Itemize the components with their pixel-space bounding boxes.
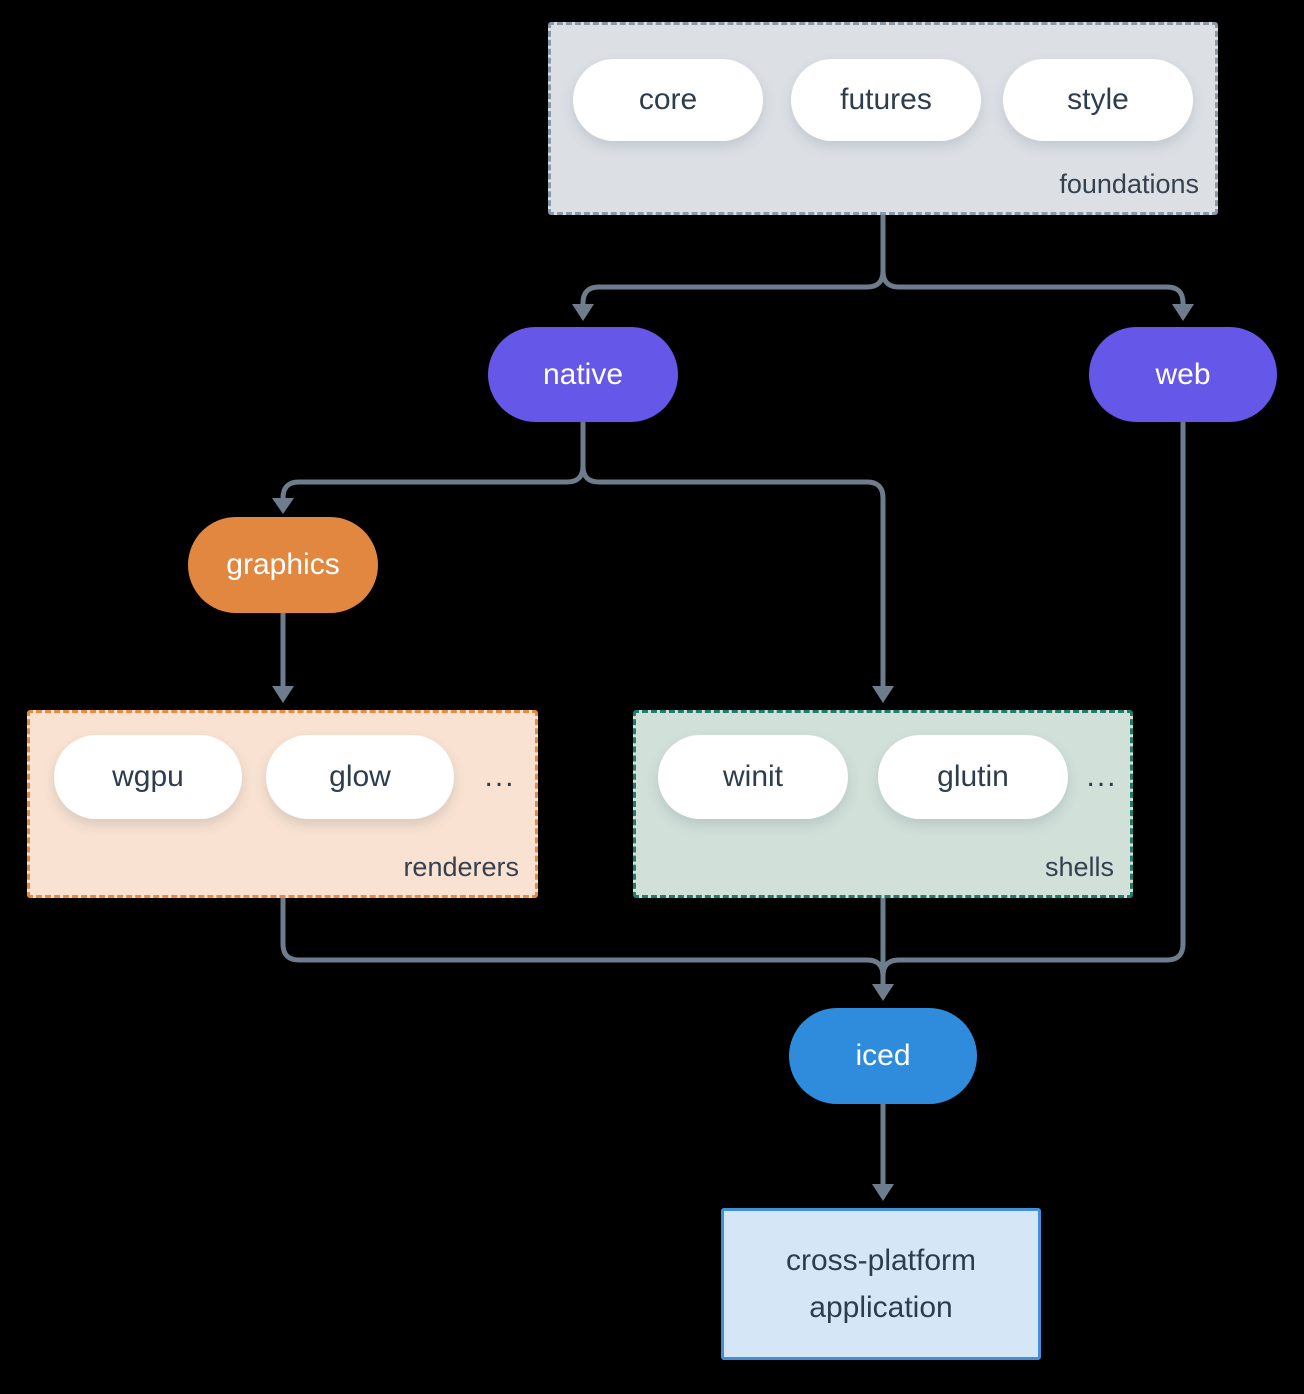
application-label-line2: application xyxy=(809,1290,953,1324)
node-iced: iced xyxy=(789,1008,977,1104)
arrowhead-icon xyxy=(272,498,294,514)
group-renderers-label: renderers xyxy=(403,852,519,882)
renderers-ellipsis: ... xyxy=(484,760,516,793)
edge-native-shells xyxy=(580,422,894,703)
edge-shells-iced xyxy=(872,898,894,1001)
node-graphics: graphics xyxy=(188,517,378,613)
group-shells-label: shells xyxy=(1044,852,1114,882)
arrowhead-icon xyxy=(872,1184,894,1201)
node-web: web xyxy=(1089,327,1277,422)
edge-foundations-native xyxy=(572,215,886,321)
edge-native-graphics xyxy=(272,422,586,514)
edge-line xyxy=(280,422,586,500)
arrowhead-icon xyxy=(1172,304,1194,321)
arrowhead-icon xyxy=(872,984,894,1001)
edge-iced-application xyxy=(872,1104,894,1201)
node-glow: glow xyxy=(266,735,454,819)
group-shells: winit glutin ... shells xyxy=(633,710,1133,898)
edge-line xyxy=(580,422,886,688)
group-foundations: core futures style foundations xyxy=(548,22,1218,215)
application-label-line1: cross-platform xyxy=(785,1243,977,1277)
arrowhead-icon xyxy=(872,686,894,703)
node-style: style xyxy=(1003,59,1193,141)
edge-renderers-iced xyxy=(280,898,886,977)
node-winit: winit xyxy=(658,735,848,819)
edge-line xyxy=(280,898,886,977)
arrowhead-icon xyxy=(272,686,294,703)
group-renderers: wgpu glow ... renderers xyxy=(27,710,538,898)
node-wgpu: wgpu xyxy=(54,735,242,819)
node-glutin: glutin xyxy=(878,735,1068,819)
node-core: core xyxy=(573,59,763,141)
edge-line xyxy=(880,215,1186,306)
node-futures: futures xyxy=(791,59,981,141)
edge-graphics-renderers xyxy=(272,613,294,703)
edge-line xyxy=(580,215,886,306)
shells-ellipsis: ... xyxy=(1086,760,1118,793)
edge-foundations-web xyxy=(880,215,1194,321)
arrowhead-icon xyxy=(572,304,594,321)
node-native: native xyxy=(488,327,678,422)
group-foundations-label: foundations xyxy=(1059,169,1199,199)
node-cross-platform-application: cross-platform application xyxy=(721,1208,1041,1360)
